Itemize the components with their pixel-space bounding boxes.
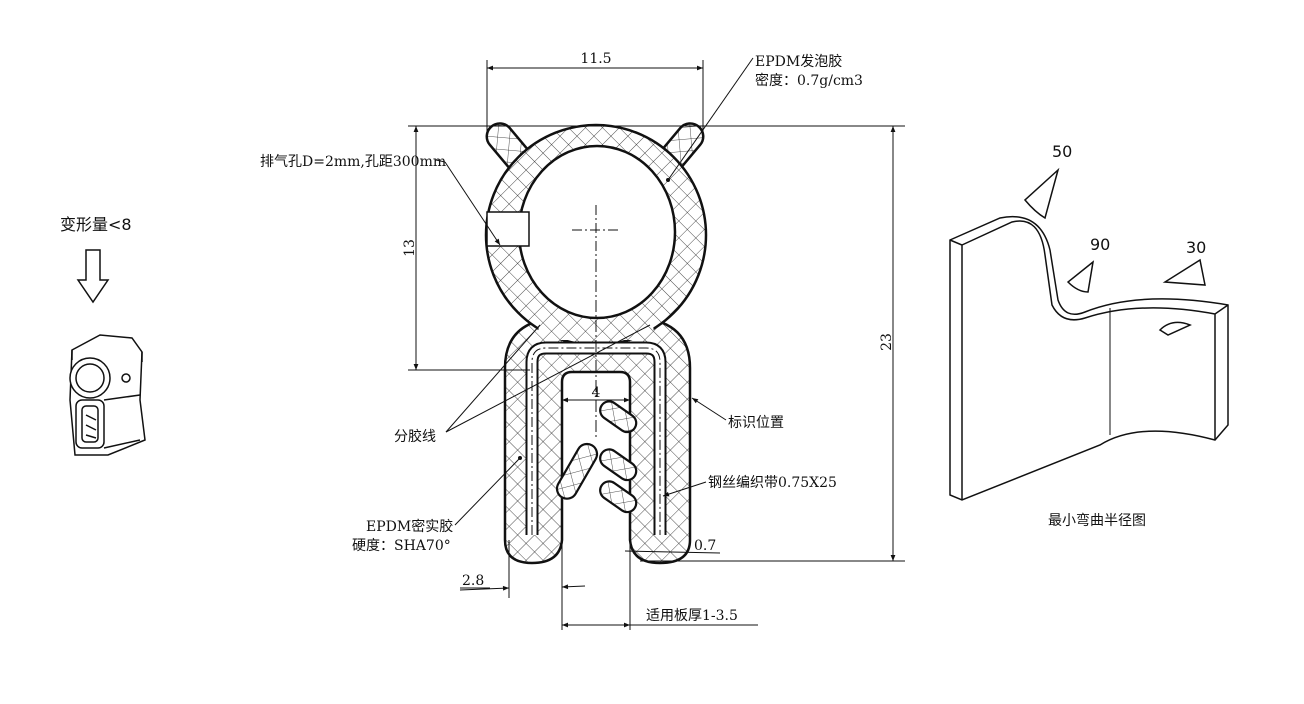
annotations: EPDM发泡胶 密度：0.7g/cm3 排气孔D=2mm,孔距300mm 分胶线… <box>260 53 863 554</box>
dim-channel: 4 <box>592 385 601 401</box>
seal-profile <box>484 122 708 565</box>
label-foam-material: EPDM发泡胶 <box>755 53 842 70</box>
label-foam-density: 密度：0.7g/cm3 <box>755 72 863 89</box>
angle-label-30: 30 <box>1186 238 1206 257</box>
dim-panel-thickness: 适用板厚1-3.5 <box>646 608 738 624</box>
bend-diagram-title: 最小弯曲半径图 <box>1048 512 1146 529</box>
bend-radius-diagram: 50 90 30 最小弯曲半径图 <box>949 142 1229 529</box>
dimensions: 11.5 13 23 4 2.8 适用板厚1-3.5 0.7 <box>402 51 905 630</box>
dim-wall: 0.7 <box>694 538 716 554</box>
clip-seal-thumbnail-icon <box>69 334 146 456</box>
label-solid-hardness: 硬度：SHA70° <box>352 538 451 554</box>
label-steel-band: 钢丝编织带0.75X25 <box>708 475 837 491</box>
deformation-label: 变形量<8 <box>60 215 132 234</box>
dim-height-bulb: 13 <box>402 239 418 257</box>
label-parting-line: 分胶线 <box>394 428 436 445</box>
label-mark-position: 标识位置 <box>728 415 784 431</box>
angle-marker-bottom <box>1158 321 1192 336</box>
dim-height-total: 23 <box>879 333 895 351</box>
down-arrow-icon <box>76 249 110 304</box>
deformation-indicator: 变形量<8 <box>60 215 146 456</box>
angle-label-50: 50 <box>1052 142 1072 161</box>
vent-hole <box>486 211 530 247</box>
angle-label-90: 90 <box>1090 235 1110 254</box>
dim-width-top: 11.5 <box>580 51 611 67</box>
dim-leg-width: 2.8 <box>462 573 484 589</box>
angle-marker-50 <box>1023 167 1060 220</box>
label-vent-hole: 排气孔D=2mm,孔距300mm <box>260 154 446 170</box>
angle-marker-90 <box>1066 260 1095 293</box>
label-solid-material: EPDM密实胶 <box>366 518 453 535</box>
angle-marker-30 <box>1162 258 1206 286</box>
